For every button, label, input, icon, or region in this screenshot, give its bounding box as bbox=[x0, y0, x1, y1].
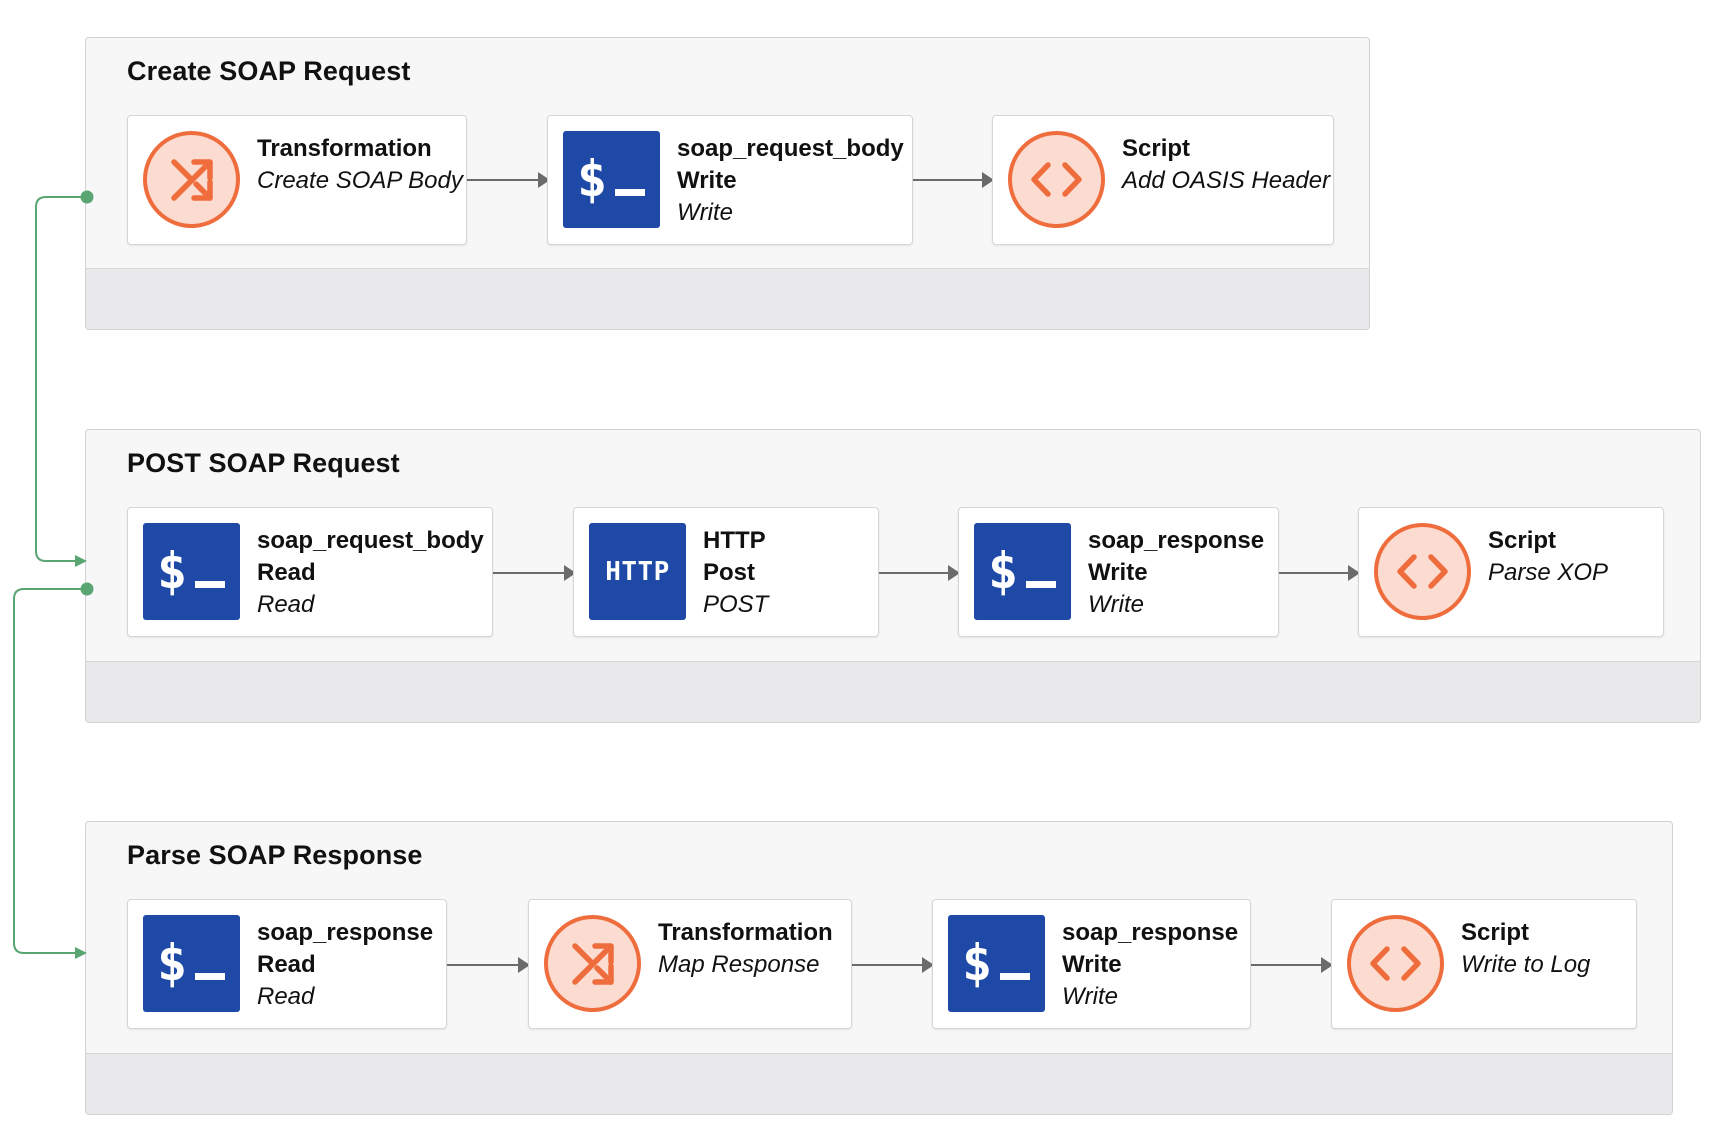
flow-arrow bbox=[493, 565, 576, 581]
step-text: soap_response Write Write bbox=[1062, 917, 1242, 1013]
script-code-icon bbox=[1347, 915, 1444, 1012]
transformation-shuffle-icon bbox=[544, 915, 641, 1012]
step-script-parse-xop[interactable]: Script Parse XOP bbox=[1358, 507, 1664, 637]
step-name: Script bbox=[1461, 919, 1530, 946]
step-subtitle: Post bbox=[703, 559, 756, 586]
step-subtitle: Write bbox=[1062, 951, 1122, 978]
operation-parse-soap-response[interactable]: Parse SOAP Response $ soap_response Read… bbox=[85, 821, 1673, 1115]
script-code-icon bbox=[1008, 131, 1105, 228]
step-script-write-to-log[interactable]: Script Write to Log bbox=[1331, 899, 1637, 1029]
step-transformation-create-soap-body[interactable]: Transformation Create SOAP Body bbox=[127, 115, 467, 245]
step-transformation-map-response[interactable]: Transformation Map Response bbox=[528, 899, 852, 1029]
step-subtitle: Add OASIS Header bbox=[1122, 167, 1331, 194]
step-name: Script bbox=[1488, 527, 1557, 554]
step-detail: Read bbox=[257, 591, 315, 618]
step-name: soap_response bbox=[1062, 919, 1239, 946]
operation-post-soap-request[interactable]: POST SOAP Request $ soap_request_body Re… bbox=[85, 429, 1701, 723]
step-detail: Read bbox=[257, 983, 315, 1010]
step-detail: Write bbox=[677, 199, 733, 226]
svg-text:$: $ bbox=[988, 542, 1018, 600]
step-name: Transformation bbox=[658, 919, 833, 946]
step-soap-response-read[interactable]: $ soap_response Read Read bbox=[127, 899, 447, 1029]
step-text: Script Parse XOP bbox=[1488, 525, 1655, 589]
step-detail: POST bbox=[703, 591, 769, 618]
flow-arrow bbox=[1251, 957, 1333, 973]
terminal-variable-icon: $ bbox=[948, 915, 1045, 1012]
step-name: HTTP bbox=[703, 527, 766, 554]
transformation-shuffle-icon bbox=[143, 131, 240, 228]
operation-title: Parse SOAP Response bbox=[127, 840, 423, 870]
step-text: Transformation Create SOAP Body bbox=[257, 133, 463, 197]
operation-title: POST SOAP Request bbox=[127, 448, 400, 478]
flow-arrow bbox=[852, 957, 934, 973]
step-text: soap_request_body Write Write bbox=[677, 133, 904, 229]
flow-arrow bbox=[879, 565, 960, 581]
step-soap-request-body-write[interactable]: $ soap_request_body Write Write bbox=[547, 115, 913, 245]
step-name: soap_request_body bbox=[677, 135, 904, 162]
terminal-variable-icon: $ bbox=[143, 523, 240, 620]
step-name: soap_response bbox=[257, 919, 434, 946]
terminal-variable-icon: $ bbox=[143, 915, 240, 1012]
step-text: soap_response Write Write bbox=[1088, 525, 1270, 621]
operation-create-soap-request[interactable]: Create SOAP Request Transformation Creat… bbox=[85, 37, 1370, 330]
step-subtitle: Map Response bbox=[658, 951, 820, 978]
step-script-add-oasis-header[interactable]: Script Add OASIS Header bbox=[992, 115, 1334, 245]
terminal-variable-icon: $ bbox=[563, 131, 660, 228]
operation-footer bbox=[86, 268, 1369, 329]
operation-footer bbox=[86, 1053, 1672, 1114]
step-subtitle: Write bbox=[677, 167, 737, 194]
step-detail: Write bbox=[1088, 591, 1144, 618]
step-name: Transformation bbox=[257, 135, 432, 162]
step-subtitle: Parse XOP bbox=[1488, 559, 1609, 586]
step-text: Transformation Map Response bbox=[658, 917, 843, 981]
http-icon: HTTP bbox=[589, 523, 686, 620]
http-icon-label: HTTP bbox=[605, 556, 670, 587]
step-subtitle: Create SOAP Body bbox=[257, 167, 463, 194]
step-soap-request-body-read[interactable]: $ soap_request_body Read Read bbox=[127, 507, 493, 637]
step-text: Script Add OASIS Header bbox=[1122, 133, 1331, 197]
step-subtitle: Read bbox=[257, 951, 316, 978]
step-text: soap_request_body Read Read bbox=[257, 525, 484, 621]
svg-text:$: $ bbox=[157, 542, 187, 600]
link-op1-to-op2 bbox=[35, 196, 87, 562]
operation-footer bbox=[86, 661, 1700, 722]
flow-arrow bbox=[913, 172, 994, 188]
flow-arrow bbox=[447, 957, 530, 973]
step-name: Script bbox=[1122, 135, 1191, 162]
step-soap-response-write[interactable]: $ soap_response Write Write bbox=[958, 507, 1279, 637]
step-text: Script Write to Log bbox=[1461, 917, 1628, 981]
step-name: soap_request_body bbox=[257, 527, 484, 554]
step-subtitle: Read bbox=[257, 559, 316, 586]
svg-text:$: $ bbox=[157, 934, 187, 992]
step-name: soap_response bbox=[1088, 527, 1265, 554]
script-code-icon bbox=[1374, 523, 1471, 620]
step-text: soap_response Read Read bbox=[257, 917, 438, 1013]
flow-arrow bbox=[467, 172, 550, 188]
terminal-variable-icon: $ bbox=[974, 523, 1071, 620]
link-op2-to-op3 bbox=[13, 588, 87, 954]
step-detail: Write bbox=[1062, 983, 1118, 1010]
operation-title: Create SOAP Request bbox=[127, 56, 411, 86]
svg-text:$: $ bbox=[577, 150, 607, 208]
step-subtitle: Write to Log bbox=[1461, 951, 1591, 978]
step-subtitle: Write bbox=[1088, 559, 1148, 586]
step-http-post[interactable]: HTTP HTTP Post POST bbox=[573, 507, 879, 637]
svg-text:$: $ bbox=[962, 934, 992, 992]
step-text: HTTP Post POST bbox=[703, 525, 870, 621]
flow-arrow bbox=[1279, 565, 1360, 581]
step-soap-response-write[interactable]: $ soap_response Write Write bbox=[932, 899, 1251, 1029]
